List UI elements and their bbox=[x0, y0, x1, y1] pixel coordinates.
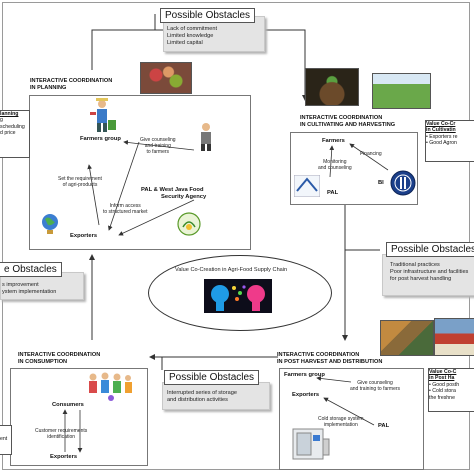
obstacles-title-right: Possible Obstacles bbox=[386, 242, 474, 257]
value-cocreation-label: Value Co-Creation in Agri-Food Supply Ch… bbox=[175, 267, 287, 273]
cultivating-field-photo bbox=[372, 73, 431, 109]
cultivating-hands-photo bbox=[305, 68, 359, 106]
planning-title: INTERACTIVE COORDINATION IN PLANNING bbox=[30, 78, 112, 91]
distribution-title: INTERACTIVE COORDINATION IN POST HARVEST… bbox=[277, 352, 382, 365]
cultivating-inner-arrows bbox=[290, 132, 418, 205]
consumption-title: INTERACTIVE COORDINATION IN CONSUMPTION bbox=[18, 352, 100, 365]
obstacles-title-top: Possible Obstacles bbox=[160, 8, 255, 23]
consumption-inner-arrows bbox=[10, 368, 148, 466]
distribution-inner-arrows bbox=[279, 368, 424, 470]
obstacles-lines-left: s improvement ystem implementation bbox=[2, 282, 56, 296]
distribution-photo-1 bbox=[380, 320, 434, 356]
obstacles-title-bottom: Possible Obstacles bbox=[164, 370, 259, 385]
right-cut-box-cultivating: Value Co-Cr in Cultivatin • Exporters re… bbox=[425, 120, 474, 162]
distribution-photo-2 bbox=[434, 318, 474, 356]
cultivating-title: INTERACTIVE COORDINATION IN CULTIVATING … bbox=[300, 115, 395, 128]
left-cut-box-planning: lanning g scheduling d price bbox=[0, 110, 30, 158]
obstacles-lines-bottom: Interrupted series of storage and distri… bbox=[167, 390, 237, 404]
obstacles-title-left: e Obstacles bbox=[0, 262, 62, 277]
obstacles-lines-top: Lack of commitment Limited knowledge Lim… bbox=[167, 26, 217, 47]
right-cut-box-distribution: Value Co-C in Post Ha • Good posth • Col… bbox=[428, 368, 474, 412]
planning-food-photo bbox=[140, 62, 192, 94]
cocreation-heads-icon bbox=[204, 279, 272, 313]
planning-inner-arrows bbox=[29, 95, 251, 250]
obstacles-lines-right: Traditional practices Poor infrastructur… bbox=[390, 262, 468, 283]
left-cut-box-consumption: ent bbox=[0, 425, 12, 455]
